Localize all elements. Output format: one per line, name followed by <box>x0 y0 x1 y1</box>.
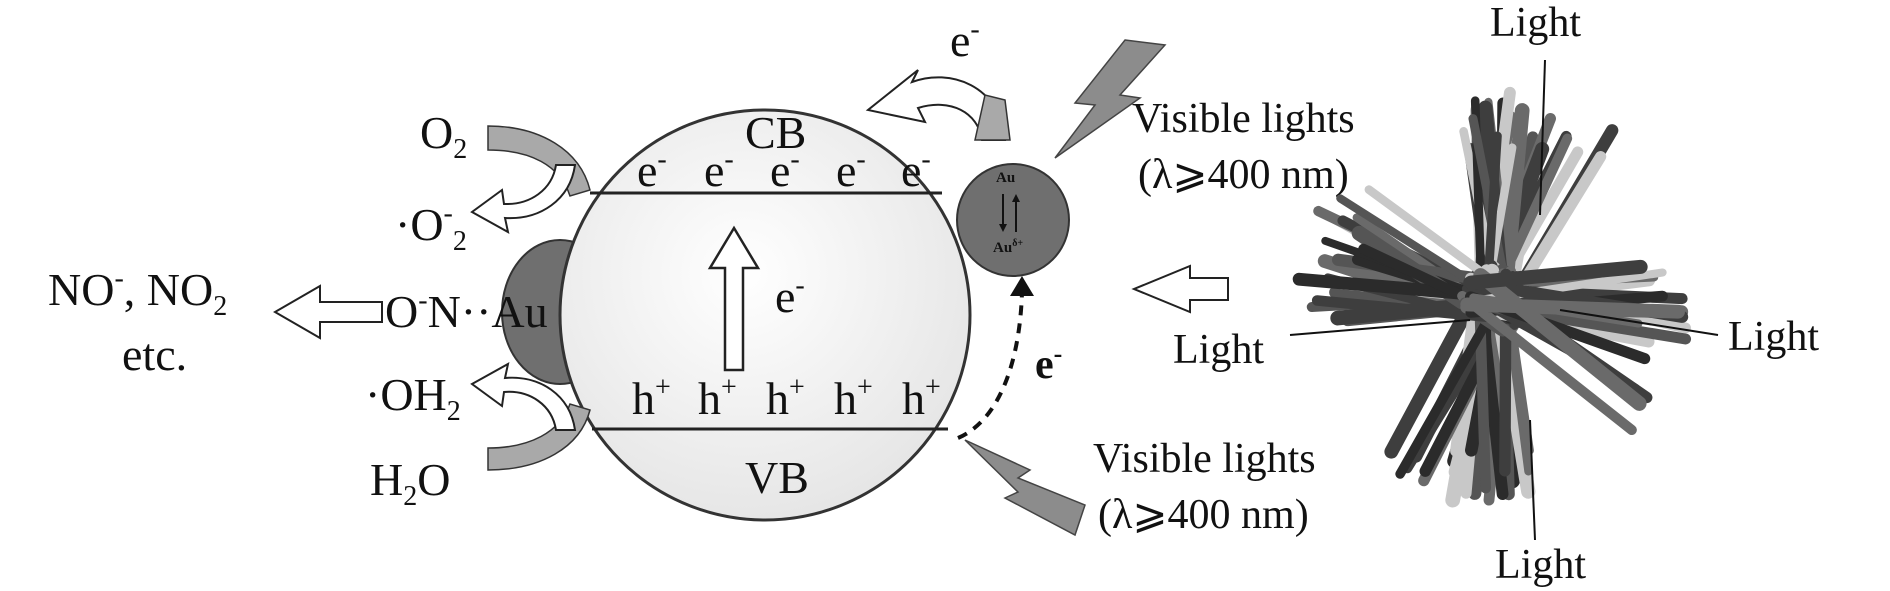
au-particle-bottom-label: Auδ+ <box>993 238 1023 256</box>
hollow-arrow-icon-light <box>1131 264 1229 314</box>
light-ray-1 <box>1289 319 1471 336</box>
dashed-electron-arrow <box>957 276 1034 440</box>
light-ray-3 <box>1529 419 1536 541</box>
svg-text:h+: h+ <box>902 372 941 424</box>
e-top-label: e- <box>950 14 980 66</box>
light-bottom-label: Light <box>1495 542 1586 588</box>
au-particle-top-label: Au <box>996 170 1015 186</box>
excitation-arrow-icon <box>707 225 761 372</box>
light-left-label: Light <box>1173 327 1264 373</box>
svg-text:e-: e- <box>704 144 734 196</box>
curved-arrow-icon-h2o <box>470 362 591 471</box>
visible-bottom-line1: Visible lights <box>1093 436 1316 482</box>
svg-text:e-: e- <box>637 144 667 196</box>
lightning-bolt-icon-top <box>1054 39 1167 159</box>
hollow-arrow-icon-products <box>273 284 383 340</box>
h2o-label: H2O <box>370 454 450 512</box>
photocatalyst-sphere <box>558 108 972 522</box>
nanorod-84 <box>1457 290 1637 436</box>
oh2-label: ·OH2 <box>365 369 461 427</box>
svg-text:e-: e- <box>901 144 931 196</box>
light-ray-0 <box>1539 59 1546 216</box>
light-ray-2 <box>1559 309 1719 336</box>
cb-label: CB <box>745 107 806 158</box>
svg-text:h+: h+ <box>632 372 671 424</box>
products-line1: NO-, NO2 <box>48 263 227 322</box>
nanorod-91 <box>1464 259 1648 290</box>
light-right-label: Light <box>1728 314 1819 360</box>
nanorod-cluster-icon <box>1289 59 1719 541</box>
cb-electrons: e- e- e- e- e- <box>637 144 931 196</box>
onoau-label: O-N··Au <box>385 285 548 337</box>
curved-arrow-icon-o2 <box>470 125 591 234</box>
nanorod-89 <box>1473 268 1647 411</box>
au-particle-right: Au Auδ+ <box>956 163 1070 277</box>
visible-bottom-line2: (λ⩾400 nm) <box>1098 492 1309 538</box>
nanorod-90 <box>1460 297 1685 319</box>
svg-text:e-: e- <box>836 144 866 196</box>
lightning-bolt-icon-bottom <box>964 439 1086 537</box>
excitation-electron-label: e- <box>775 270 805 322</box>
svg-text:h+: h+ <box>766 372 805 424</box>
svg-text:h+: h+ <box>834 372 873 424</box>
superoxide-label: ·O-2 <box>395 198 467 257</box>
svg-text:e-: e- <box>770 144 800 196</box>
visible-top-line2: (λ⩾400 nm) <box>1138 152 1349 198</box>
curved-arrow-icon-top <box>865 69 1011 141</box>
products-line2: etc. <box>122 329 187 380</box>
svg-text:h+: h+ <box>698 372 737 424</box>
e-dashed-label: e- <box>1035 339 1062 388</box>
light-top-label: Light <box>1490 0 1581 46</box>
o2-label: O2 <box>420 107 467 165</box>
visible-top-line1: Visible lights <box>1132 96 1355 142</box>
vb-label: VB <box>745 452 809 503</box>
vb-holes: h+ h+ h+ h+ h+ <box>632 372 941 424</box>
